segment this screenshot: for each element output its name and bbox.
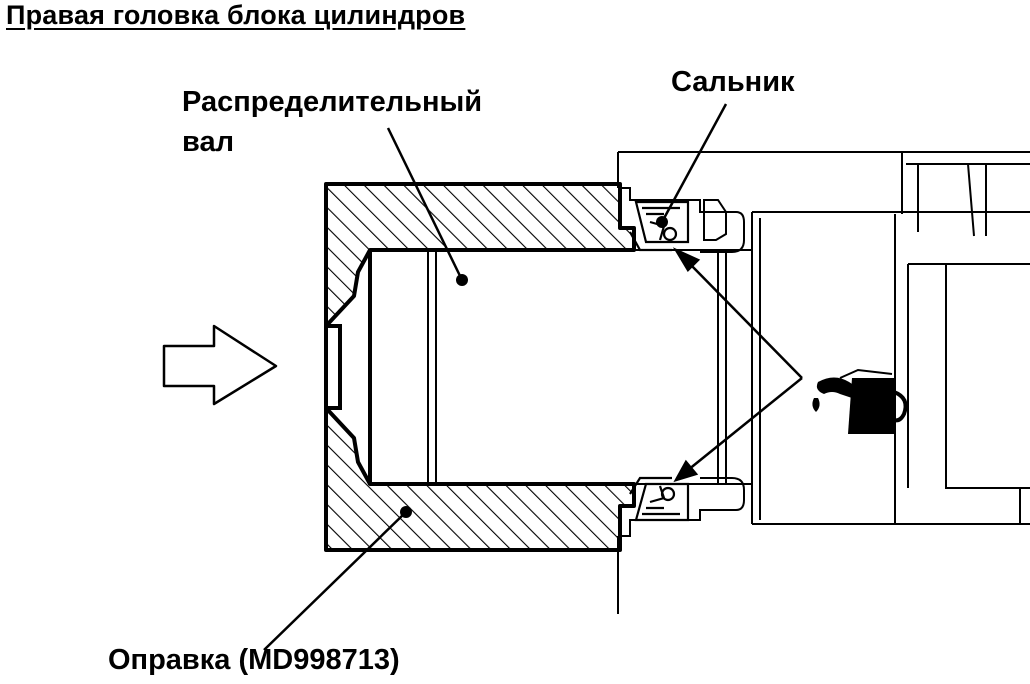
camshaft-label-line2: вал xyxy=(182,126,234,158)
leader-lines xyxy=(263,103,728,651)
tool-leader-dot xyxy=(400,506,412,518)
cylinder-head-housing xyxy=(617,151,1030,614)
camshaft-label: Распределительный вал xyxy=(182,82,482,162)
oil-seal-label: Сальник xyxy=(671,66,795,98)
oil-apply-arrows xyxy=(672,247,803,483)
push-direction-arrow-icon xyxy=(162,324,278,406)
oil-seal-leader xyxy=(660,103,728,223)
page-title: Правая головка блока цилиндров xyxy=(6,0,466,30)
oil-seal-leader-dot xyxy=(656,216,668,228)
camshaft xyxy=(368,249,752,485)
camshaft-label-line1: Распределительный xyxy=(182,86,483,118)
installer-tool xyxy=(324,182,636,552)
oil-can-icon xyxy=(812,368,908,434)
camshaft-leader xyxy=(386,127,464,281)
camshaft-leader-dot xyxy=(456,274,468,286)
installer-tool-label: Оправка (MD998713) xyxy=(108,644,400,676)
tool-leader xyxy=(263,511,407,651)
